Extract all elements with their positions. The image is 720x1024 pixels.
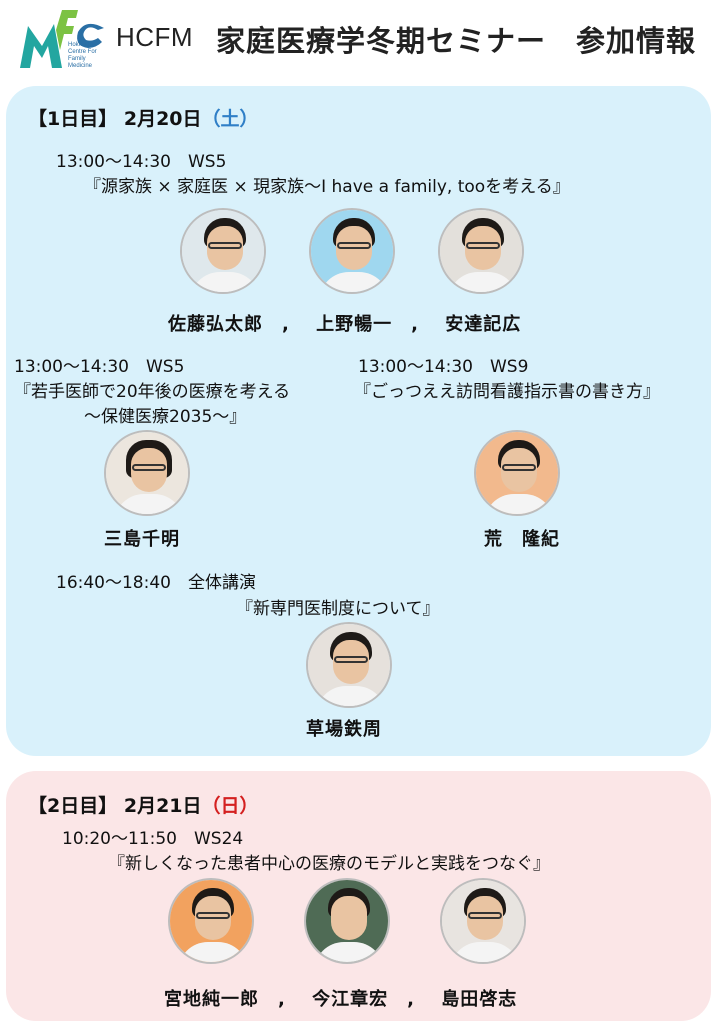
day2-heading: 【2日目】 2月21日（日） <box>28 791 259 818</box>
day-weekday: （日） <box>201 795 259 817</box>
logo-sub-line: Medicine <box>68 63 93 69</box>
session-time: 16:40～18:40 全体講演 <box>56 573 256 593</box>
page-title: 家庭医療学冬期セミナー 参加情報 <box>216 24 697 58</box>
session-topic: 『新しくなった患者中心の医療のモデルと実践をつなぐ』 <box>108 854 550 874</box>
speaker-photo <box>306 622 392 708</box>
speaker-name: 三島千明 <box>104 529 180 550</box>
session-topic: ～保健医療2035～』 <box>84 407 247 427</box>
speaker-photo <box>309 208 395 294</box>
logo-sub-line: Centre For <box>68 49 97 55</box>
session-topic: 『源家族 × 家庭医 × 現家族～I have a family, tooを考え… <box>84 177 570 197</box>
speaker-photo <box>180 208 266 294</box>
session-topic: 『新専門医制度について』 <box>236 599 440 619</box>
speaker-names: 佐藤弘太郎 , 上野暢一 , 安達記広 <box>168 314 522 335</box>
day-label: 【2日目】 <box>28 795 118 817</box>
logo-sub-line: Family <box>68 56 86 62</box>
session-topic: 『若手医師で20年後の医療を考える <box>14 382 291 402</box>
day-date: 2月21日 <box>123 795 202 817</box>
speaker-photo <box>474 430 560 516</box>
speaker-name: 草場鉄周 <box>306 719 382 740</box>
session-time: 13:00～14:30 WS5 <box>56 152 227 172</box>
hcfm-logo <box>20 10 104 68</box>
speaker-names: 宮地純一郎 , 今江章宏 , 島田啓志 <box>164 989 518 1010</box>
logo-subtitle: Hokkaido Centre For Family Medicine <box>68 42 97 70</box>
speaker-photo <box>304 878 390 964</box>
day-weekday: （土） <box>201 108 259 130</box>
session-time: 13:00～14:30 WS9 <box>358 357 529 377</box>
session-time: 10:20～11:50 WS24 <box>62 829 244 849</box>
session-topic: 『ごっつええ訪問看護指示書の書き方』 <box>354 382 660 402</box>
speaker-photo <box>104 430 190 516</box>
speaker-photo <box>440 878 526 964</box>
brand-name: HCFM <box>116 22 194 52</box>
speaker-photo <box>168 878 254 964</box>
logo-sub-line: Hokkaido <box>68 42 94 48</box>
day-label: 【1日目】 <box>28 108 118 130</box>
speaker-photo <box>438 208 524 294</box>
header: Hokkaido Centre For Family Medicine HCFM… <box>0 0 720 82</box>
speaker-name: 荒 隆紀 <box>484 529 560 550</box>
session-time: 13:00～14:30 WS5 <box>14 357 185 377</box>
day1-heading: 【1日目】 2月20日（土） <box>28 104 259 131</box>
day-date: 2月20日 <box>123 108 202 130</box>
